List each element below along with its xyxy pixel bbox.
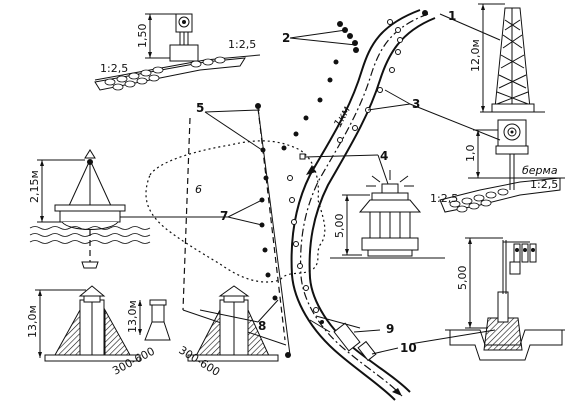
shoal-outline — [145, 140, 326, 283]
slope-label-2: 1:2,5 — [228, 38, 256, 51]
berm-label: берма — [522, 164, 558, 177]
callout-8: 8 — [258, 319, 266, 333]
callout-6: 6 — [195, 183, 202, 196]
dim-1-50: 1,50 — [136, 24, 149, 49]
channel-track — [290, 9, 436, 401]
range-line — [182, 103, 324, 358]
callout-4: 4 — [380, 149, 388, 163]
slope-labels: 1:2,5 1:2,5 1:2,5 1:2,5 — [100, 38, 558, 205]
callout-3: 3 — [412, 97, 420, 111]
leading-marks-towers — [35, 285, 279, 362]
slope-label-3: 1:2,5 — [430, 192, 458, 205]
target-sign-berm — [439, 119, 565, 213]
channel-buoys — [281, 10, 428, 160]
dim-5-00-signal: 5,00 — [333, 214, 346, 239]
dim-12-0: 12,0м — [469, 39, 482, 72]
sign-embankment-topleft — [94, 13, 261, 91]
dim-2-15: 2,15м — [28, 170, 41, 203]
slope-label-4: 1:2,5 — [530, 178, 558, 191]
bridge-pier — [309, 315, 377, 362]
callout-2: 2 — [282, 31, 290, 45]
floating-buoy — [29, 149, 151, 269]
callout-7: 7 — [220, 209, 228, 223]
km-label: 1км — [331, 104, 353, 129]
slope-label-1: 1:2,5 — [100, 62, 128, 75]
dim-13-0-a: 13,0м — [26, 305, 39, 338]
lattice-tower — [478, 3, 545, 113]
light-signal-post — [330, 170, 445, 259]
callout-1: 1 — [448, 9, 456, 23]
dim-13-0-b: 13,0м — [126, 300, 139, 333]
callout-5: 5 — [196, 101, 204, 115]
callout-labels: 1 2 3 4 5 6 7 8 9 10 — [195, 9, 456, 355]
dim-5-00-mast: 5,00 — [456, 266, 469, 291]
traffic-signal-mast — [445, 237, 565, 361]
leader-lines — [120, 13, 501, 355]
callout-9: 9 — [386, 322, 394, 336]
dim-1-0: 1,0 — [464, 145, 477, 163]
callout-10: 10 — [400, 341, 417, 355]
